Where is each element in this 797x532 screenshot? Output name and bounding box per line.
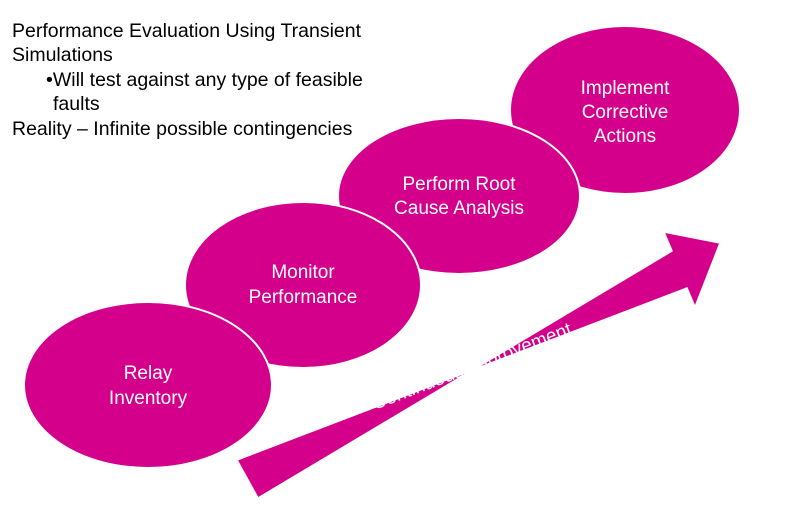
step-3-label-line-2: Cause Analysis: [394, 198, 524, 219]
step-implement-corrective-actions: Implement Corrective Actions: [509, 25, 741, 195]
step-4-ellipse: [509, 25, 741, 195]
step-1-ellipse: [23, 301, 273, 469]
step-1-label-line-1: Relay: [124, 363, 173, 384]
step-4-label-line-1: Implement: [581, 78, 670, 99]
note-bullet-line-2: faults: [53, 93, 100, 115]
continuous-improvement-arrow: [235, 230, 722, 500]
step-4-label-line-3: Actions: [594, 126, 656, 147]
note-line-2: Simulations: [12, 44, 113, 66]
note-line-1: Performance Evaluation Using Transient: [12, 20, 362, 42]
step-1-label-line-2: Inventory: [109, 388, 188, 409]
note-line-3: Reality – Infinite possible contingencie…: [12, 118, 353, 140]
note-bullet-line-1: •Will test against any type of feasible: [46, 69, 363, 91]
step-monitor-performance: Monitor Performance: [184, 201, 422, 369]
step-2-label-line-2: Performance: [249, 287, 358, 308]
step-relay-inventory: Relay Inventory: [23, 301, 273, 469]
step-3-label-line-1: Perform Root: [403, 174, 517, 195]
step-2-label-line-1: Monitor: [271, 262, 335, 283]
step-2-ellipse: [184, 201, 422, 369]
step-4-label-line-2: Corrective: [582, 102, 669, 123]
